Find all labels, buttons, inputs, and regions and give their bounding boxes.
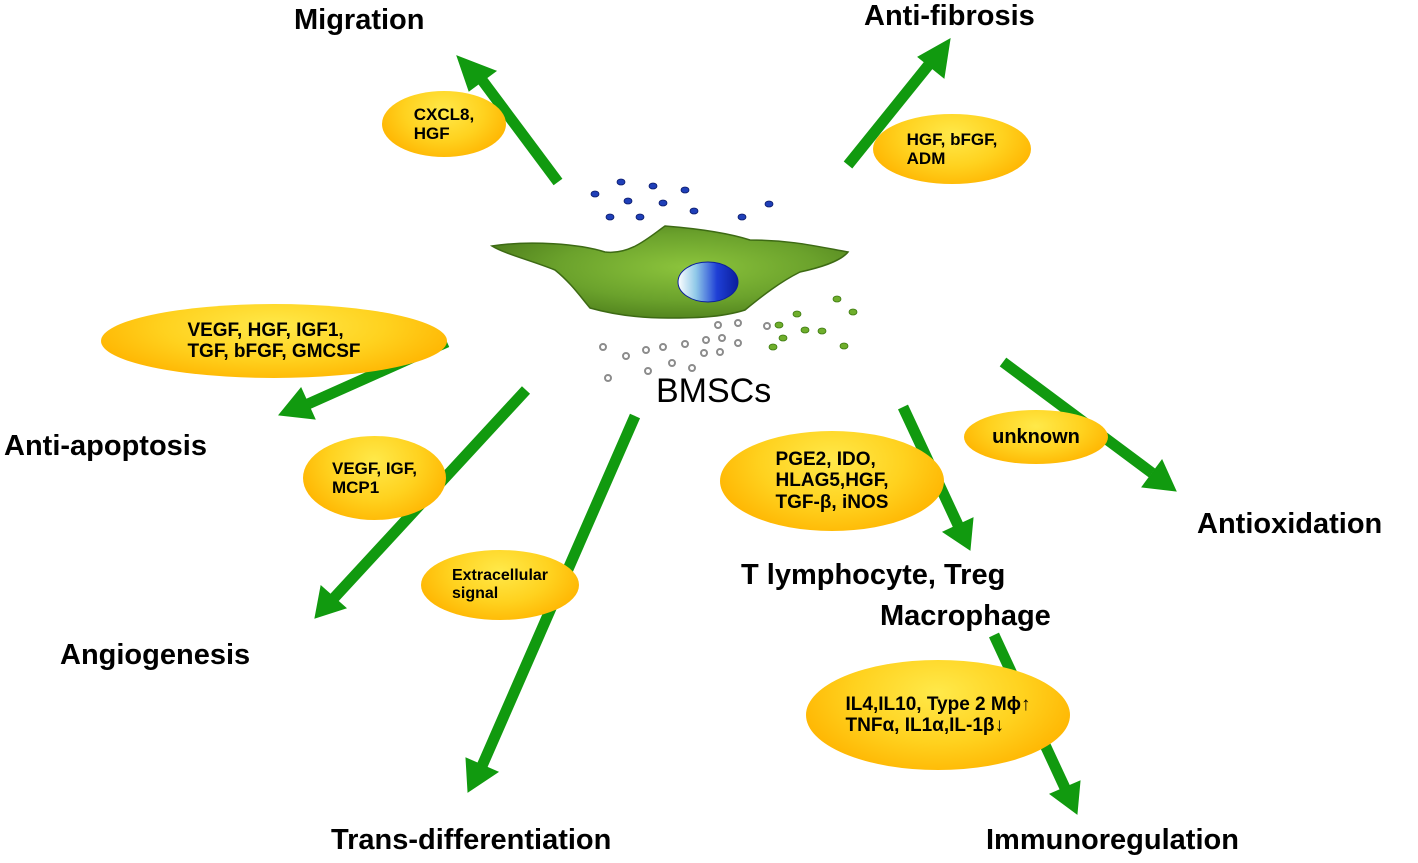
factor-text: unknown bbox=[992, 425, 1080, 448]
arrow-anti-fibrosis bbox=[843, 38, 951, 169]
arrow-migration bbox=[456, 55, 563, 186]
factor-text: TNFα, IL1α,IL-1β↓ bbox=[845, 715, 1004, 736]
vesicles-green bbox=[768, 295, 858, 351]
factor-text: Extracellular bbox=[451, 567, 549, 585]
outcome-antioxidation: Antioxidation bbox=[1197, 508, 1383, 540]
factor-text: CXCL8, bbox=[413, 104, 475, 124]
vesicles-gray bbox=[599, 319, 771, 382]
factor-text: TGF-β, iNOS bbox=[775, 491, 889, 513]
bmsc-cell bbox=[489, 225, 850, 319]
factor-pill-immunoregulation: IL4,IL10, Type 2 Mϕ↑ TNFα, IL1α,IL-1β↓ bbox=[806, 660, 1070, 770]
factor-text: MCP1 bbox=[331, 478, 380, 497]
outcome-macrophage: Macrophage bbox=[880, 600, 1051, 632]
outcome-anti-fibrosis: Anti-fibrosis bbox=[864, 0, 1035, 32]
factor-pill-anti-fibrosis: HGF, bFGF, ADM bbox=[873, 114, 1031, 184]
factor-text: ADM bbox=[906, 149, 946, 168]
nucleus bbox=[677, 261, 739, 303]
factor-text: IL4,IL10, Type 2 Mϕ↑ bbox=[845, 693, 1031, 715]
vesicles-blue bbox=[590, 178, 774, 221]
factor-text: VEGF, HGF, IGF1, bbox=[187, 319, 344, 341]
outcome-immunoregulation: Immunoregulation bbox=[986, 824, 1239, 856]
factor-pill-t-cell: PGE2, IDO, HLAG5,HGF, TGF-β, iNOS bbox=[720, 431, 944, 531]
factor-text: TGF, bFGF, GMCSF bbox=[187, 341, 361, 362]
outcome-t-lymphocyte: T lymphocyte, Treg bbox=[741, 559, 1006, 591]
factor-pill-migration: CXCL8, HGF bbox=[382, 91, 506, 157]
outcome-angiogenesis: Angiogenesis bbox=[60, 639, 251, 671]
factor-pill-anti-apoptosis: VEGF, HGF, IGF1, TGF, bFGF, GMCSF bbox=[101, 304, 447, 378]
factor-text: VEGF, IGF, bbox=[331, 458, 418, 478]
factor-text: HGF bbox=[413, 124, 450, 143]
factor-pill-antioxidation: unknown bbox=[964, 410, 1108, 464]
factor-text: HGF, bFGF, bbox=[906, 129, 998, 149]
cell-body bbox=[489, 225, 850, 319]
factor-text: HLAG5,HGF, bbox=[775, 470, 889, 492]
outcome-migration: Migration bbox=[294, 4, 425, 36]
factor-text: signal bbox=[451, 585, 499, 602]
outcome-anti-apoptosis: Anti-apoptosis bbox=[4, 430, 207, 462]
factor-pill-trans-differentiation: Extracellular signal bbox=[421, 550, 579, 620]
outcome-trans-differentiation: Trans-differentiation bbox=[331, 824, 612, 856]
cell-label: BMSCs bbox=[656, 372, 772, 410]
factor-text: PGE2, IDO, bbox=[775, 449, 876, 471]
factor-pill-angiogenesis: VEGF, IGF, MCP1 bbox=[303, 436, 446, 520]
